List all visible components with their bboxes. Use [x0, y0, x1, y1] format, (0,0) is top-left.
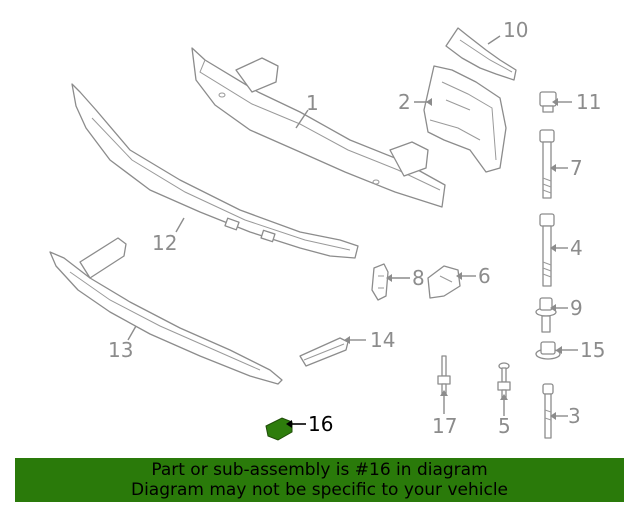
- part-15-flange-nut: [535, 341, 561, 360]
- notice-line-1: Part or sub-assembly is #16 in diagram: [151, 460, 488, 480]
- callout-6: 6: [478, 264, 491, 288]
- part-17-push-pin: [437, 355, 451, 395]
- part-7-bolt: [539, 129, 555, 199]
- part-12-bumper-bar: [71, 83, 359, 259]
- callout-12: 12: [152, 231, 177, 255]
- part-10-upper-bracket: [445, 27, 517, 81]
- arrow-heads: [286, 98, 562, 428]
- callout-9: 9: [570, 296, 583, 320]
- part-9-flange-bolt: [535, 297, 557, 333]
- notice-banner: Part or sub-assembly is #16 in diagram D…: [15, 458, 624, 502]
- part-8-bracket: [371, 263, 389, 301]
- callout-17: 17: [432, 414, 457, 438]
- callout-3: 3: [568, 404, 581, 428]
- part-2-crash-box: [423, 65, 507, 173]
- part-4-bolt: [539, 213, 555, 287]
- part-1-reinforcement-beam: [191, 47, 446, 208]
- callout-10: 10: [503, 18, 528, 42]
- callout-2: 2: [398, 90, 411, 114]
- part-14-pad: [299, 337, 349, 367]
- part-3-screw: [542, 383, 554, 439]
- callout-5: 5: [498, 414, 511, 438]
- part-13-lower-bar: [49, 237, 283, 385]
- callout-1: 1: [306, 91, 319, 115]
- callout-11: 11: [576, 90, 601, 114]
- part-11-nut: [539, 91, 557, 113]
- part-16-clip-highlighted: [265, 417, 293, 441]
- callouts: 1 2 3 4 5 6 7 8 9 10 11 12 13 14 15 16 1…: [108, 18, 605, 438]
- callout-14: 14: [370, 328, 395, 352]
- leader-lines: [127, 35, 578, 425]
- callout-16-highlighted: 16: [308, 412, 333, 436]
- notice-line-2: Diagram may not be specific to your vehi…: [130, 480, 508, 500]
- callout-15: 15: [580, 338, 605, 362]
- callout-4: 4: [570, 236, 583, 260]
- callout-13: 13: [108, 338, 133, 362]
- callout-7: 7: [570, 156, 583, 180]
- callout-8: 8: [412, 266, 425, 290]
- part-5-push-pin: [497, 362, 511, 399]
- part-6-bracket: [427, 265, 461, 299]
